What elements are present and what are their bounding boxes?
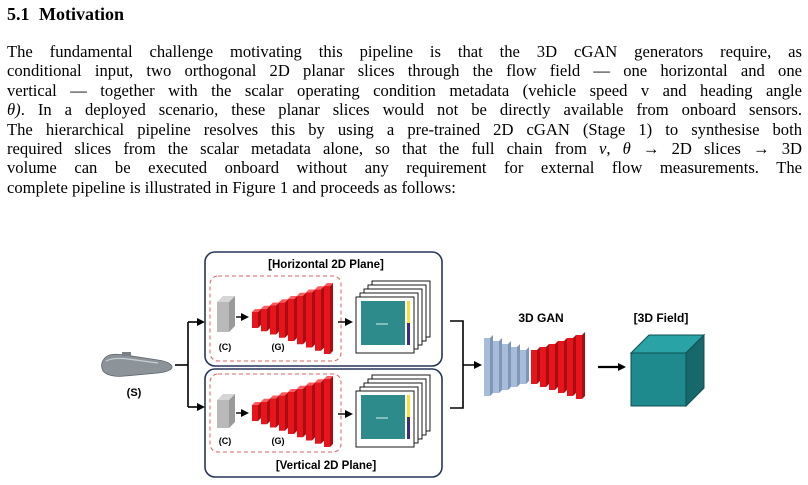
generator-bottom-layer-8 [315, 379, 324, 444]
generator-bottom-layer-4 [279, 392, 288, 431]
horizontal-slice-stack [355, 280, 431, 354]
generator-top-layer-8 [315, 286, 324, 351]
generator-top-layer-5 [288, 296, 297, 341]
generator-label-bottom: (G) [272, 436, 285, 446]
section-number: 5.1 [7, 4, 30, 24]
vertical-plane-label: [Vertical 2D Plane] [276, 460, 377, 472]
math-arrow-2: → [740, 139, 782, 159]
gan3d-encoder-layer-3 [502, 341, 511, 390]
condition-cube-bottom [217, 394, 235, 428]
condition-label-bottom: (C) [219, 436, 232, 446]
math-theta: θ [622, 139, 631, 159]
generator-top-layer-6 [297, 292, 306, 345]
generator-bottom-layer-1 [252, 402, 261, 421]
gan3d-encoder-layer-4 [511, 344, 520, 387]
gan3d-encoder-layer-2 [493, 338, 502, 393]
generator-bottom-layer-3 [270, 395, 279, 428]
gan3d-encoder-layer-5 [520, 347, 529, 384]
generator-top-layer-2 [261, 305, 270, 332]
paragraph-line-4: θ). In a deployed scenario, these planar… [7, 100, 802, 119]
gan3d-decoder-layer-6 [576, 332, 585, 399]
generator-bottom-layer-7 [306, 382, 315, 441]
gan3d-label: 3D GAN [518, 311, 563, 325]
horizontal-slice-1 [355, 296, 415, 354]
generator-bottom-layer-2 [261, 398, 270, 425]
paragraph-line-8: complete pipeline is illustrated in Figu… [7, 177, 456, 197]
gan3d-decoder-layer-1 [531, 347, 540, 384]
paragraph-line-6-text: required slices from the scalar metadata… [7, 139, 587, 159]
section-title: Motivation [39, 4, 124, 24]
vertical-slice-stack [355, 374, 431, 448]
generator-top [252, 283, 333, 354]
source-label: (S) [127, 387, 142, 399]
motivation-paragraph: The fundamental challenge motivating thi… [7, 42, 802, 197]
math-arrow-1: → [630, 139, 672, 159]
section-heading: 5.1 Motivation [7, 4, 124, 25]
condition-label-top: (C) [219, 342, 232, 352]
math-3d: 3D [781, 139, 802, 159]
merge-bracket [450, 320, 464, 409]
theta-symbol: θ) [7, 100, 21, 120]
gan3d-decoder-layer-3 [549, 341, 558, 390]
horizontal-plane-label: [Horizontal 2D Plane] [268, 259, 384, 271]
paragraph-line-4-text: . In a deployed scenario, these planar s… [20, 100, 802, 120]
vertical-generator-box [209, 373, 342, 453]
math-slices: 2D slices [671, 139, 741, 159]
generator-top-layer-9 [324, 283, 333, 354]
generator-bottom-layer-9 [324, 376, 333, 447]
vertical-slice-1 [355, 390, 415, 448]
horizontal-generator-box [209, 275, 342, 362]
generator-bottom-layer-5 [288, 389, 297, 434]
generator-bottom [252, 376, 333, 447]
field3d-cube [629, 333, 706, 408]
gan3d-decoder-layer-2 [540, 344, 549, 387]
paragraph-line-3: vertical — together with the scalar oper… [7, 80, 802, 100]
field3d-label: [3D Field] [634, 311, 689, 325]
generator-label-top: (G) [272, 342, 285, 352]
gan3d-encoder-layer-1 [484, 335, 493, 396]
paragraph-line-6: required slices from the scalar metadata… [7, 139, 802, 158]
generator-top-layer-4 [279, 299, 288, 338]
vehicle-icon [101, 352, 173, 377]
paragraph-line-2: conditional input, two orthogonal 2D pla… [7, 61, 802, 81]
paragraph-line-5: The hierarchical pipeline resolves this … [7, 119, 802, 139]
gan3d-decoder-layer-4 [558, 338, 567, 393]
generator-top-layer-3 [270, 302, 279, 335]
generator-top-layer-7 [306, 289, 315, 348]
paragraph-line-7: volume can be executed onboard without a… [7, 158, 802, 178]
generator-bottom-layer-6 [297, 385, 306, 438]
gan3d-network [484, 332, 585, 399]
paragraph-line-1: The fundamental challenge motivating thi… [7, 42, 802, 61]
condition-cube-top [217, 296, 235, 332]
math-sep: , [606, 139, 623, 159]
gan3d-decoder-layer-5 [567, 335, 576, 396]
generator-top-layer-1 [252, 309, 261, 328]
math-v: v [599, 139, 607, 159]
